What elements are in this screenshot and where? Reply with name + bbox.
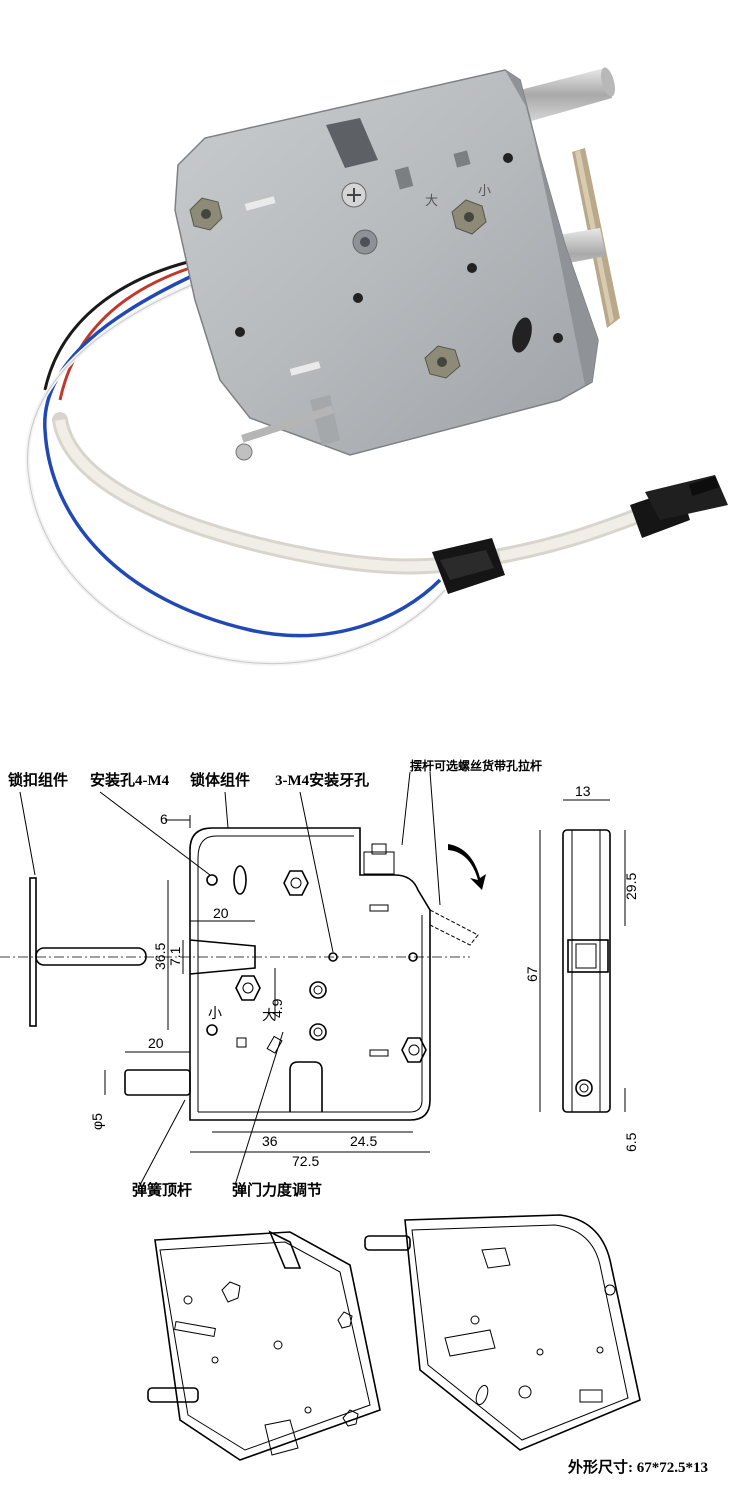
leader-lines xyxy=(19,771,441,1186)
lock-body-front-view: 小 大 xyxy=(124,827,479,1121)
label-lever-note: 摆杆可选螺丝货带孔拉杆 xyxy=(410,758,542,773)
dim-29-5: 29.5 xyxy=(623,873,639,900)
label-spring-rod: 弹簧顶杆 xyxy=(132,1181,192,1199)
dim-36: 36 xyxy=(262,1133,278,1149)
latch-rod xyxy=(520,67,615,122)
dimension-lines xyxy=(104,799,626,1153)
label-spring-adjust: 弹门力度调节 xyxy=(232,1181,322,1199)
isometric-view-left xyxy=(147,1230,381,1461)
dim-36-5: 36.5 xyxy=(152,943,168,970)
dim-7-1: 7.1 xyxy=(167,946,183,966)
dim-13: 13 xyxy=(575,783,591,799)
end-connector xyxy=(630,475,728,538)
isometric-view-right xyxy=(364,1214,641,1451)
label-lock-body: 锁体组件 xyxy=(190,771,250,789)
dim-6: 6 xyxy=(160,811,168,827)
dim-67: 67 xyxy=(524,966,540,982)
side-view xyxy=(562,829,611,1113)
label-tapped-holes: 3-M4安装牙孔 xyxy=(275,771,369,789)
technical-drawing: 锁扣组件 安装孔4-M4 锁体组件 3-M4安装牙孔 摆杆可选螺丝货带孔拉杆 弹… xyxy=(0,758,708,1476)
label-lock-buckle: 锁扣组件 xyxy=(8,771,68,789)
dim-24-5: 24.5 xyxy=(350,1133,377,1149)
buckle-front-view xyxy=(29,877,147,1027)
dim-4-9: 4.9 xyxy=(269,998,285,1018)
dim-phi5: φ5 xyxy=(89,1113,105,1130)
dim-6-5: 6.5 xyxy=(623,1132,639,1152)
body-mark-large: 大 xyxy=(262,1007,276,1023)
plate-mark-small: 小 xyxy=(478,183,491,198)
dim-20-top: 20 xyxy=(213,905,229,921)
body-mark-small: 小 xyxy=(208,1005,222,1021)
wire-harness xyxy=(25,260,648,666)
overall-size-caption: 外形尺寸: 67*72.5*13 xyxy=(567,1458,708,1476)
lock-body: 小 大 xyxy=(174,69,599,461)
label-mount-holes: 安装孔4-M4 xyxy=(90,771,170,789)
product-photo: 小 大 xyxy=(25,67,728,666)
plate-mark-large: 大 xyxy=(425,193,438,208)
dim-72-5: 72.5 xyxy=(292,1153,319,1169)
rotation-arrow xyxy=(448,844,486,890)
dimension-values: 6 20 36.5 7.1 4.9 20 φ5 36 24.5 72.5 13 … xyxy=(89,783,639,1169)
wire-connector xyxy=(432,538,505,594)
dim-20-left: 20 xyxy=(148,1035,164,1051)
